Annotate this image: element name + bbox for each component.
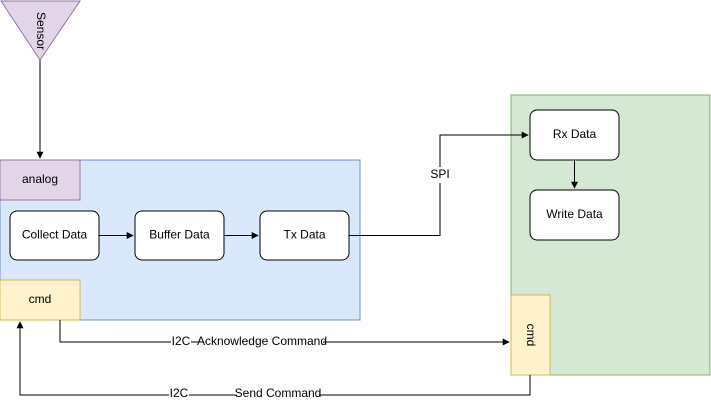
cmd-label-right: cmd (524, 324, 538, 347)
sensor-triangle (0, 0, 81, 61)
tx-data-step[interactable]: Tx Data (259, 210, 350, 261)
edge-spi-tx-to-rx (349, 131, 529, 236)
collect-data-label: Collect Data (22, 228, 88, 242)
send-protocol-bg (169, 388, 189, 402)
spi-label: SPI (430, 167, 449, 181)
analog-box (0, 159, 81, 201)
sensor-label: Sensor (34, 12, 48, 50)
send-label: Send Command (235, 386, 322, 400)
write-data-step[interactable]: Write Data (529, 189, 620, 241)
send-label-bg (237, 388, 319, 402)
send-protocol-label: I2C (170, 386, 189, 400)
ack-label: Acknowledge Command (197, 334, 327, 348)
rx-data-label: Rx Data (553, 127, 597, 141)
cmd-port-left[interactable]: cmd (0, 279, 81, 321)
edge-ack-command (59, 320, 510, 346)
ack-protocol-label: I2C (172, 334, 191, 348)
buffer-data-label: Buffer Data (149, 228, 210, 242)
rx-data-step[interactable]: Rx Data (529, 109, 620, 161)
analog-port[interactable]: analog (0, 159, 81, 201)
ack-protocol-bg (171, 335, 191, 349)
cmd-box-right (510, 294, 551, 376)
cmd-box-left (0, 279, 81, 321)
buffer-data-step[interactable]: Buffer Data (134, 210, 225, 261)
write-data-label: Write Data (546, 207, 603, 221)
write-data-box (529, 189, 620, 241)
cmd-label-left: cmd (29, 292, 52, 306)
spi-label-bg (429, 167, 451, 183)
ack-label-bg (202, 335, 323, 349)
sensor-node[interactable]: Sensor (0, 0, 81, 61)
edge-send-command (16, 321, 531, 396)
collect-data-step[interactable]: Collect Data (9, 210, 100, 261)
cmd-port-right[interactable]: cmd (510, 294, 551, 376)
analog-label: analog (22, 172, 58, 186)
tx-data-label: Tx Data (283, 228, 325, 242)
